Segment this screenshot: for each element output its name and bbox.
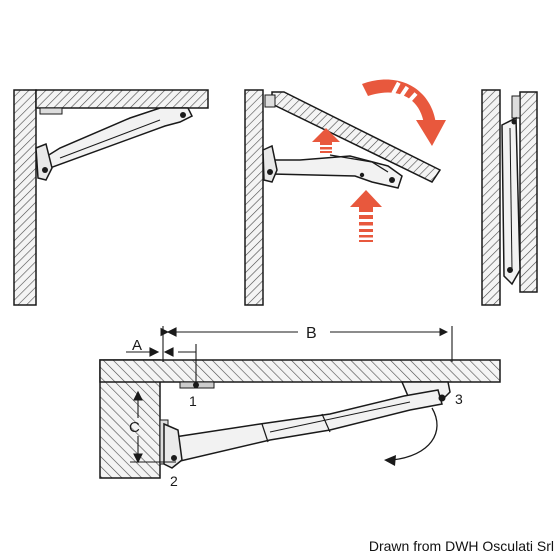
rotate-arrow-icon: [362, 79, 446, 146]
label-a: A: [132, 337, 142, 354]
label-point-1: 1: [189, 393, 197, 409]
dimension-b: [160, 326, 453, 362]
panel-folded-bracket: [481, 89, 538, 306]
label-point-2: 2: [170, 473, 178, 489]
panel-open-bracket: [13, 89, 209, 306]
wall: [481, 89, 501, 306]
wall: [244, 89, 264, 306]
wall: [13, 89, 37, 306]
shelf: [35, 89, 209, 109]
folded-shelf: [519, 91, 538, 293]
dimension-c: [130, 390, 176, 464]
bracket-arm: [42, 107, 194, 169]
label-point-3: 3: [455, 391, 463, 407]
push-up-arrow-icon: [350, 190, 382, 242]
panel-dimension-drawing: A B C 1 2 3: [99, 325, 501, 489]
label-c: C: [129, 419, 140, 436]
bracket-arm: [167, 389, 443, 463]
label-b: B: [306, 325, 317, 342]
push-up-arrow-icon: [312, 128, 340, 153]
fold-arrow-icon: [384, 407, 438, 466]
credit-text: Drawn from DWH Osculati Srl: [368, 538, 554, 554]
panel-folding-bracket: [244, 79, 446, 306]
wall-plate: [35, 142, 53, 181]
hinge-plate: [39, 107, 63, 115]
bracket-arm: [267, 155, 403, 189]
wall-plate: [262, 144, 278, 183]
shelf: [99, 359, 501, 383]
dimension-a: [126, 344, 197, 384]
